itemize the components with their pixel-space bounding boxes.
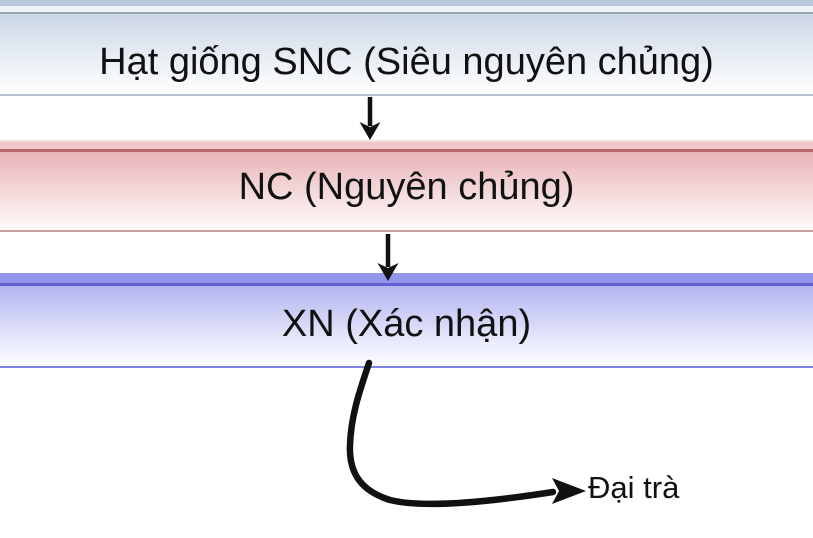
dai-tra-label: Đại trà bbox=[588, 470, 680, 505]
down-arrow-icon-snc-to-nc bbox=[359, 97, 381, 140]
band-nc-label: NC (Nguyên chủng) bbox=[0, 152, 813, 232]
band-snc: Hạt giống SNC (Siêu nguyên chủng) bbox=[0, 0, 813, 96]
band-xn: XN (Xác nhận) bbox=[0, 273, 813, 368]
band-xn-accent-line bbox=[0, 283, 813, 286]
band-xn-cap-strip bbox=[0, 273, 813, 283]
band-snc-cap-strip bbox=[0, 0, 813, 6]
band-snc-label: Hạt giống SNC (Siêu nguyên chủng) bbox=[0, 14, 813, 96]
band-xn-label: XN (Xác nhận) bbox=[0, 286, 813, 368]
band-nc-top-strip bbox=[0, 140, 813, 142]
curved-arrow-icon-xn-to-dai-tra bbox=[346, 359, 586, 508]
band-nc-cap-strip bbox=[0, 142, 813, 149]
band-nc: NC (Nguyên chủng) bbox=[0, 140, 813, 232]
band-nc-accent-line bbox=[0, 149, 813, 152]
band-snc-accent-line bbox=[0, 12, 813, 14]
band-snc-highlight-strip bbox=[0, 6, 813, 12]
